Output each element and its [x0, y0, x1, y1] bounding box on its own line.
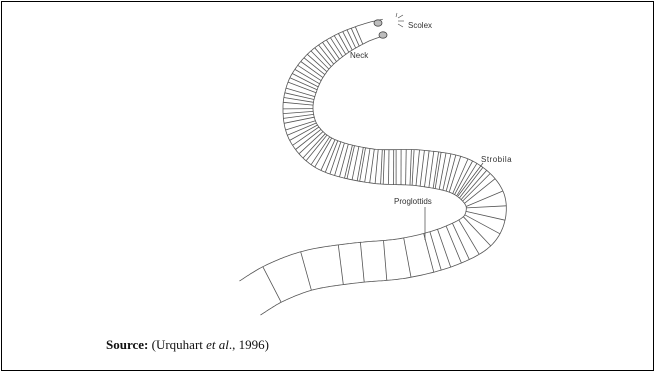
proglottids-label: Proglottids	[394, 197, 432, 206]
proglottid-segment	[283, 102, 313, 105]
caption-citation-etal: et al	[206, 337, 229, 352]
proglottid-segment	[383, 150, 384, 185]
scolex-sucker-top	[374, 20, 382, 26]
proglottid-segment	[463, 174, 491, 202]
proglottid-segment	[347, 30, 356, 48]
proglottid-segment	[389, 150, 390, 185]
caption-source-label: Source:	[106, 337, 148, 352]
caption-citation-open: (Urquhart	[152, 337, 207, 352]
rostellum-hooks	[396, 13, 404, 27]
proglottid-segment	[338, 245, 343, 285]
proglottid-segment	[296, 129, 321, 149]
proglottid-segment	[452, 223, 469, 259]
proglottid-segment	[335, 143, 345, 176]
proglottid-segment	[453, 159, 468, 194]
proglottid-segment	[360, 242, 364, 282]
proglottid-segment	[334, 36, 346, 55]
proglottid-segment	[293, 127, 319, 145]
proglottid-segment	[429, 151, 434, 187]
strobila-label: Strobila	[481, 155, 512, 164]
proglottid-segment	[381, 150, 383, 184]
scolex-sucker-bottom	[379, 32, 387, 38]
neck-label: Neck	[350, 51, 368, 60]
proglottid-segment	[365, 149, 370, 183]
proglottid-segment	[375, 150, 378, 184]
caption-citation-close: ., 1996)	[229, 337, 269, 352]
proglottid-segment	[299, 132, 323, 154]
proglottid-segment	[338, 34, 348, 53]
proglottid-segment	[459, 220, 479, 254]
proglottid-segment	[466, 206, 506, 208]
tapeworm-body	[240, 19, 507, 315]
proglottid-segment	[404, 238, 411, 277]
proglottid-segment	[425, 151, 430, 187]
proglottid-segment	[406, 150, 407, 185]
proglottid-segment	[263, 267, 281, 303]
proglottid-segment	[286, 88, 315, 97]
proglottid-segment	[416, 150, 420, 186]
proglottid-segment	[370, 149, 375, 183]
proglottid-segment	[343, 32, 353, 50]
proglottid-segment	[412, 150, 414, 186]
proglottid-segment	[283, 111, 313, 113]
proglottid-segment	[410, 150, 411, 186]
proglottid-segment	[330, 38, 342, 57]
proglottid-segment	[420, 150, 424, 186]
proglottid-segment	[351, 28, 359, 46]
source-caption: Source: (Urquhart et al., 1996)	[106, 337, 269, 353]
proglottid-segment	[301, 252, 312, 290]
proglottid-segment	[446, 226, 461, 263]
proglottid-segment	[438, 229, 451, 267]
body-outline	[240, 19, 507, 315]
proglottid-segment	[340, 144, 349, 177]
proglottid-segment	[355, 27, 363, 45]
proglottid-segment	[466, 191, 503, 207]
proglottid-segment	[283, 114, 313, 118]
proglottid-segment	[443, 154, 451, 190]
scolex-head	[374, 13, 404, 38]
proglottid-segment	[384, 241, 387, 281]
scolex-label: Scolex	[408, 21, 432, 30]
